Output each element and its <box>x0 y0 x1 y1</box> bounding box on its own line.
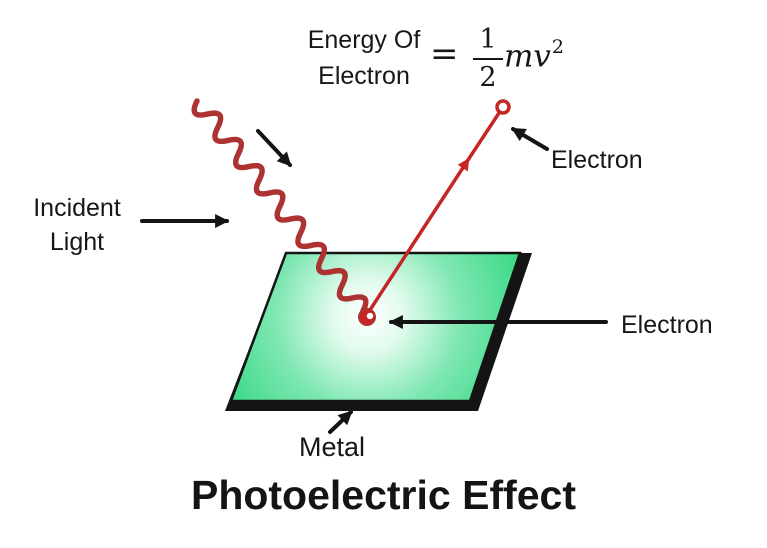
formula-term-mv: mv <box>504 38 551 75</box>
electron-ejected-arrow <box>511 127 549 151</box>
formula-lhs-line1: Energy Of <box>307 26 421 54</box>
electron-trajectory-tip <box>466 111 501 162</box>
electron-trajectory <box>366 157 470 315</box>
incident-direction-arrow <box>256 129 292 167</box>
metal-arrow <box>328 410 353 434</box>
formula-fraction: 1 2 <box>472 25 504 93</box>
metal-label: Metal <box>299 432 366 462</box>
fraction-bar <box>473 58 503 60</box>
fraction-denominator: 2 <box>479 62 497 93</box>
page-title: Photoelectric Effect <box>190 472 577 518</box>
ejected-electron-circle <box>495 99 511 115</box>
electron-dot-highlight <box>366 312 374 320</box>
formula-term-exponent: 2 <box>551 36 565 58</box>
incident-light-label: Incident Light <box>6 191 148 259</box>
fraction-numerator: 1 <box>479 24 497 55</box>
electron-ejected-label: Electron <box>551 146 643 174</box>
incident-light-label-line1: Incident <box>33 194 121 222</box>
formula-equals: = <box>430 34 459 74</box>
formula-lhs: Energy Of Electron <box>278 22 450 94</box>
metal-plate-surface <box>229 251 522 403</box>
incident-light-wave <box>191 98 369 314</box>
incident-light-label-line2: Light <box>49 228 105 256</box>
formula-lhs-line2: Electron <box>318 62 410 90</box>
electron-on-plate-label: Electron <box>621 311 713 339</box>
formula-term: mv2 <box>504 36 565 75</box>
